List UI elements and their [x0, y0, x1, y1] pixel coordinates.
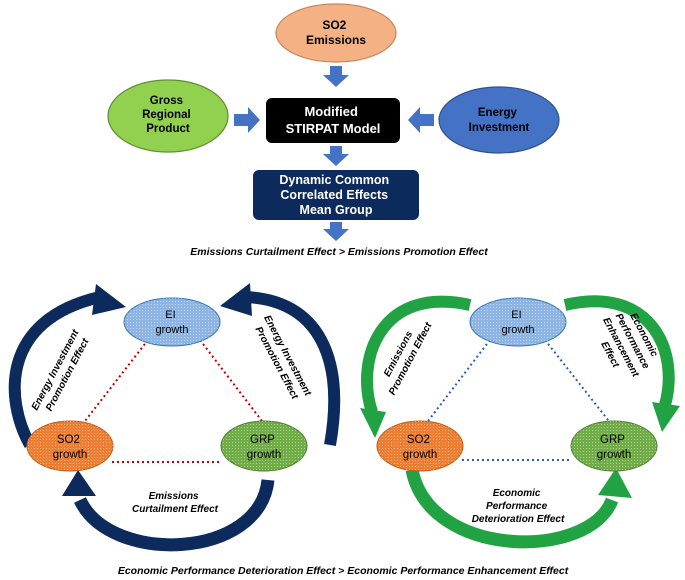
right-ei-node: EI growth — [469, 297, 567, 347]
svg-text:Energy Investment: Energy Investment — [469, 107, 530, 134]
right-arc-left-head — [360, 408, 386, 438]
left-arc-right-head — [220, 283, 252, 316]
energy-investment-line-1: Energy — [478, 107, 518, 119]
left-grp-node: GRP growth — [220, 420, 308, 472]
left-arc-right — [244, 291, 341, 447]
left-arc-bottom-label: Emissions Curtailment Effect — [132, 491, 219, 515]
right-arc-bottom-label-2: Performance — [486, 501, 548, 512]
left-so2-node: SO2 growth — [26, 420, 114, 472]
svg-text:SO2 growth: SO2 growth — [403, 434, 438, 461]
right-arc-bottom-head — [598, 468, 632, 498]
right-grp-line-1: GRP — [600, 434, 625, 446]
right-dot-ei-grp — [544, 339, 613, 426]
arrow-down-3 — [323, 222, 349, 241]
arrow-left-ei — [408, 107, 434, 133]
so2-emissions-line-1: SO2 — [322, 18, 346, 32]
right-arc-bottom-label-1: Economic — [493, 488, 541, 499]
left-arc-right-label: Energy Investment Promotion Effect — [250, 314, 315, 407]
stirpat-model-box: Modified STIRPAT Model — [266, 98, 400, 143]
arrow-down-1 — [323, 66, 349, 87]
grp-line-1: Gross — [150, 95, 183, 107]
right-so2-node: SO2 growth — [376, 420, 464, 472]
right-so2-line-2: growth — [403, 449, 438, 461]
grp-line-3: Product — [146, 123, 190, 135]
top-result-text: Emissions Curtailment Effect > Emissions… — [190, 246, 488, 258]
svg-text:Gross Regional Pro: Gross Regional Product — [142, 95, 194, 135]
left-ei-line-2: growth — [155, 324, 188, 336]
dccemg-box: Dynamic Common Correlated Effects Mean G… — [253, 170, 419, 220]
left-grp-line-1: GRP — [250, 434, 275, 446]
left-triangle: EI growth SO2 growth GRP growth Energy I… — [8, 283, 341, 552]
right-arc-bottom-label: Economic Performance Deterioration Effec… — [472, 488, 565, 525]
stirpat-line-2: STIRPAT Model — [286, 121, 381, 136]
arrow-down-2 — [323, 146, 349, 166]
svg-text:EI growth: EI growth — [155, 309, 188, 336]
left-so2-line-1: SO2 — [57, 434, 80, 446]
left-arc-left — [8, 291, 102, 448]
left-dot-ei-grp — [199, 339, 266, 426]
left-so2-line-2: growth — [53, 449, 88, 461]
left-grp-line-2: growth — [247, 449, 282, 461]
left-arc-bottom-label-2: Curtailment Effect — [132, 504, 219, 515]
dccemg-line-2: Correlated Effects — [280, 188, 388, 202]
left-arc-bottom-label-1: Emissions — [149, 491, 199, 502]
right-grp-line-2: growth — [597, 449, 632, 461]
svg-text:EI growth: EI growth — [501, 309, 534, 336]
grp-line-2: Regional — [142, 109, 191, 121]
energy-investment-line-2: Investment — [469, 122, 530, 134]
svg-text:GRP growth: GRP growth — [597, 434, 632, 461]
left-arc-bottom — [74, 478, 275, 552]
bottom-result-text: Economic Performance Deterioration Effec… — [118, 565, 569, 577]
arrow-right-grp — [234, 107, 260, 133]
dccemg-line-1: Dynamic Common — [279, 173, 389, 187]
svg-text:SO2 Emissions: SO2 Emissions — [306, 18, 366, 47]
so2-emissions-node: SO2 Emissions — [275, 3, 397, 63]
svg-text:Modified STIRPAT Model: Modified STIRPAT Model — [286, 104, 381, 136]
svg-text:GRP growth: GRP growth — [247, 434, 282, 461]
gross-regional-product-node: Gross Regional Product — [107, 79, 229, 153]
so2-emissions-line-2: Emissions — [306, 33, 366, 47]
right-arc-bottom — [405, 468, 619, 549]
stirpat-line-1: Modified — [304, 104, 357, 119]
dccemg-line-3: Mean Group — [300, 203, 373, 217]
right-dot-ei-so2 — [424, 339, 491, 426]
svg-text:SO2 growth: SO2 growth — [53, 434, 88, 461]
right-arc-right — [563, 295, 675, 407]
right-triangle: EI growth SO2 growth GRP growth Emission… — [360, 295, 680, 549]
right-so2-line-1: SO2 — [407, 434, 430, 446]
left-ei-line-1: EI — [165, 309, 175, 321]
left-dot-ei-so2 — [77, 339, 149, 431]
right-ei-line-1: EI — [511, 309, 521, 321]
right-arc-right-label: Economic Performance Enhancement Effect — [589, 304, 665, 388]
left-ei-node: EI growth — [123, 297, 221, 347]
right-ei-line-2: growth — [501, 324, 534, 336]
left-arc-left-label: Energy Investment Promotion Effect — [30, 326, 95, 419]
right-arc-bottom-label-3: Deterioration Effect — [472, 514, 565, 525]
energy-investment-node: Energy Investment — [438, 86, 560, 154]
svg-text:Dynamic Common Correlate: Dynamic Common Correlated Effects Mean G… — [279, 173, 392, 217]
right-arc-left — [361, 295, 472, 414]
left-arc-left-head — [92, 284, 126, 315]
left-arc-bottom-head — [62, 470, 96, 496]
right-arc-right-head — [652, 402, 680, 432]
right-grp-node: GRP growth — [570, 420, 658, 472]
